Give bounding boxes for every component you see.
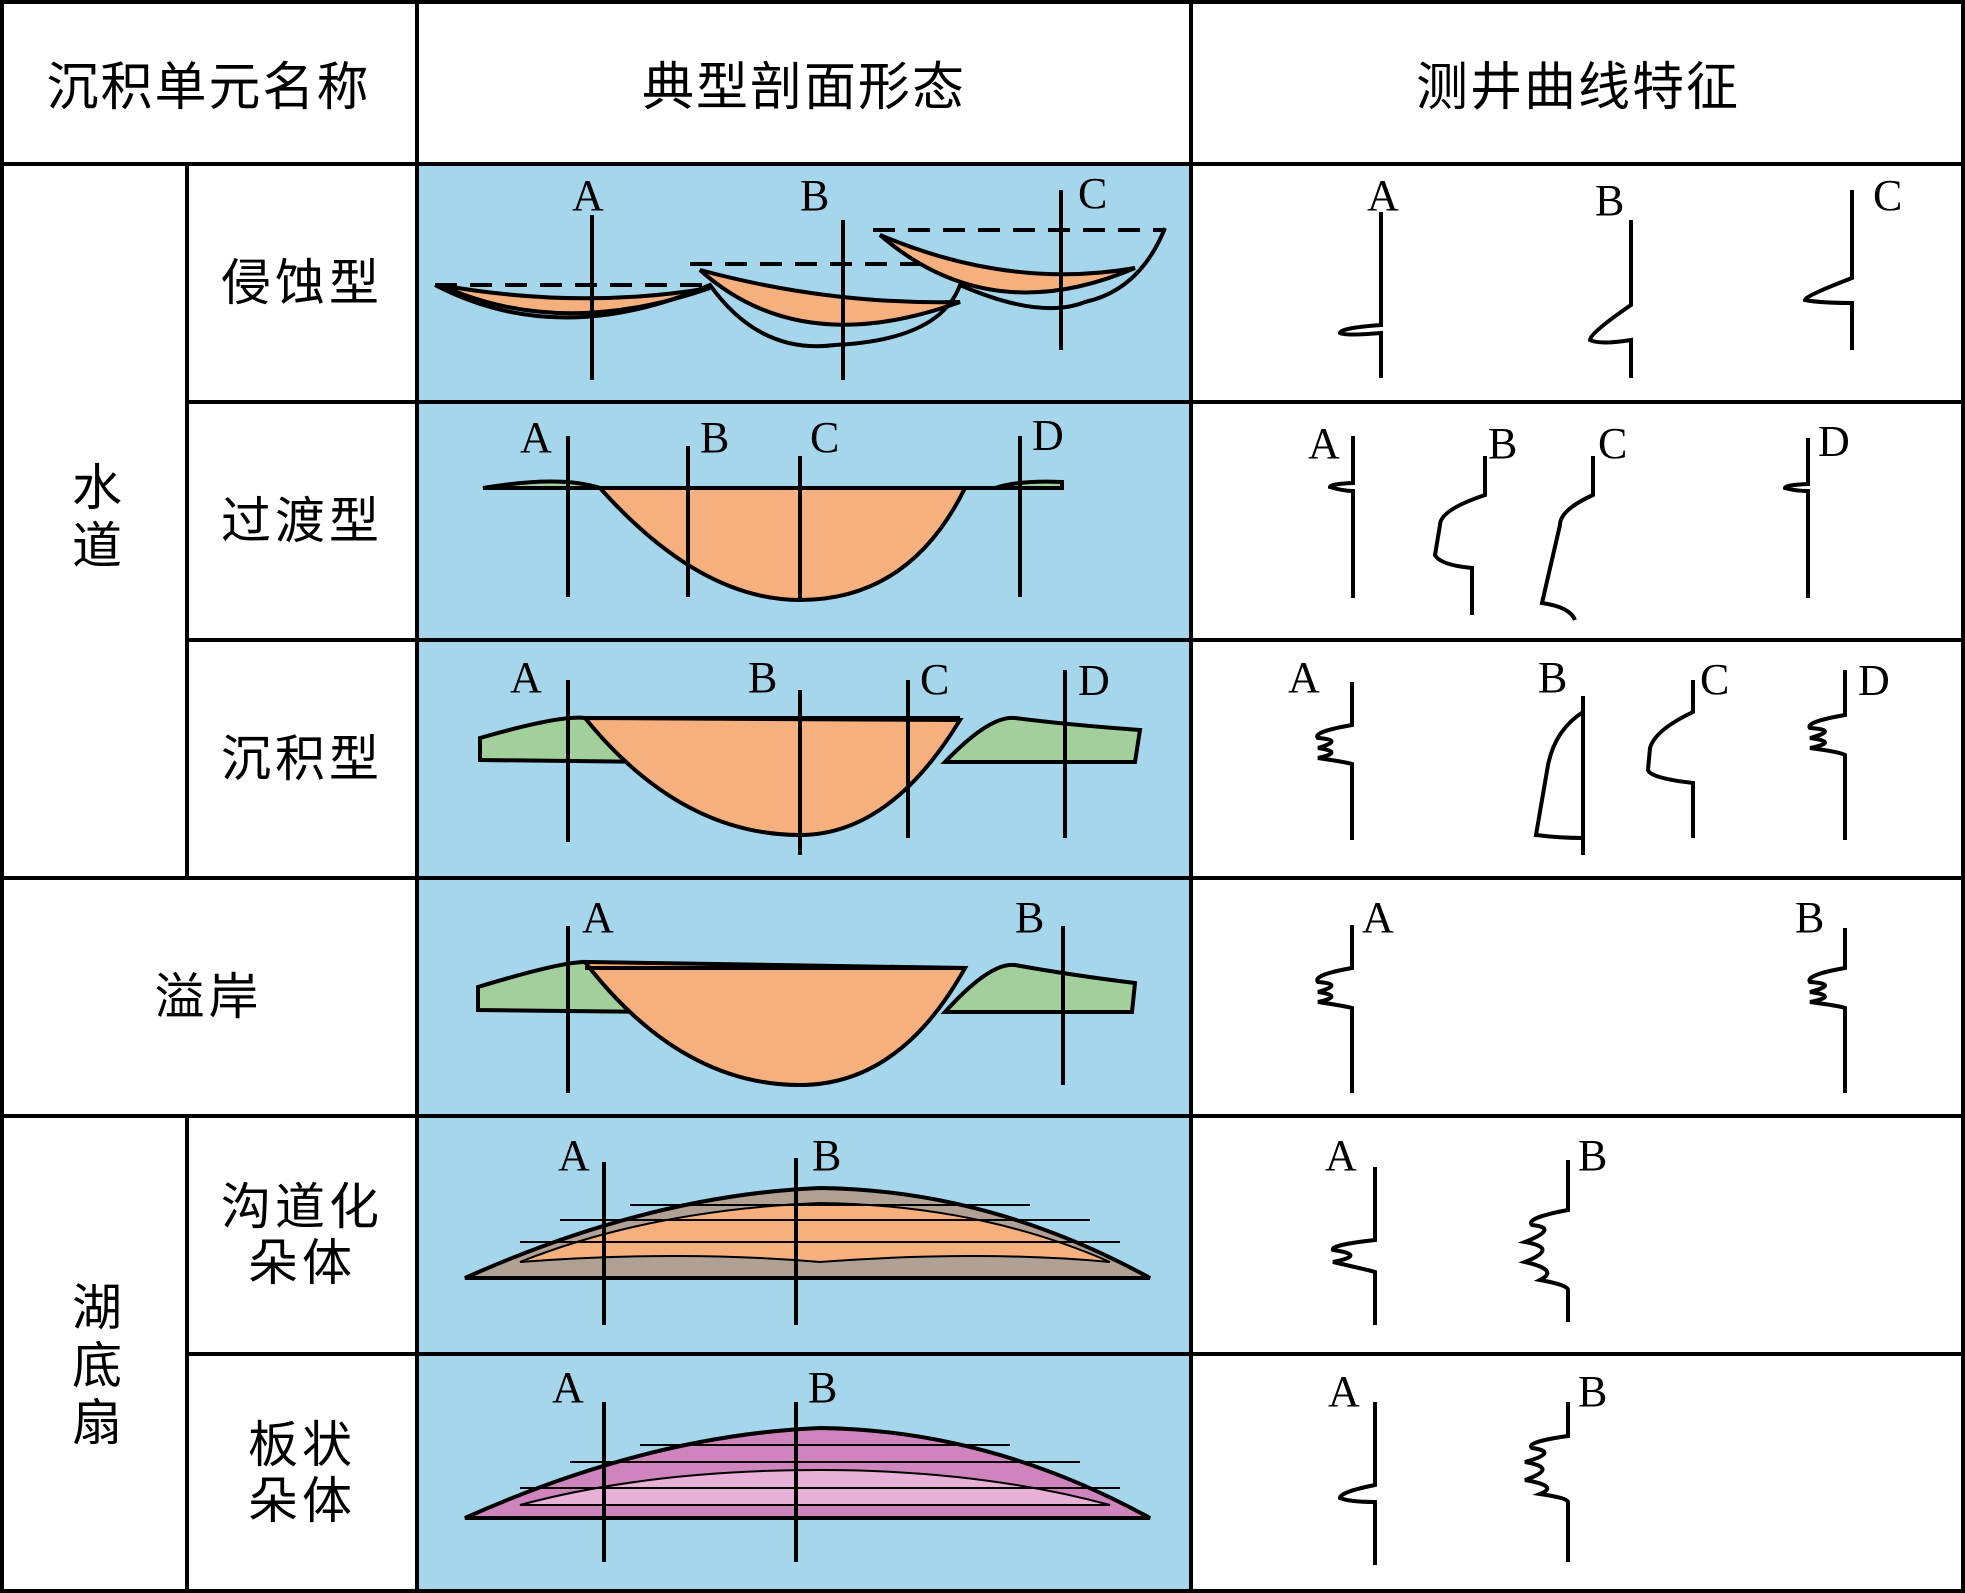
erosive-sand-b <box>698 268 961 327</box>
group-channel: 水道 <box>72 459 122 575</box>
profile-channelized-lobe-label-b: B <box>812 1131 842 1180</box>
log-erosive-c <box>1802 190 1854 350</box>
log-sheet-lobe-b <box>1524 1402 1570 1562</box>
log-levee-b <box>1807 928 1847 1093</box>
log-transitional-label-d: D <box>1818 417 1850 466</box>
row-label-levee: 溢岸 <box>154 968 263 1026</box>
channelized-lobe-lines <box>520 1204 1120 1243</box>
profile-depositional-label-c: C <box>920 655 950 704</box>
log-levee-label-a: A <box>1362 893 1394 942</box>
log-depositional-label-a: A <box>1288 653 1320 702</box>
log-erosive-b <box>1587 220 1633 378</box>
log-erosive-label-b: B <box>1595 176 1625 225</box>
log-transitional-d <box>1782 438 1810 598</box>
profile-transitional-label-d: D <box>1032 411 1064 460</box>
log-depositional-label-d: D <box>1858 656 1890 705</box>
profile-depositional-label-d: D <box>1078 656 1110 705</box>
profile-transitional-label-a: A <box>520 413 552 462</box>
log-erosive-label-c: C <box>1873 171 1903 220</box>
profile-transitional <box>482 436 1064 603</box>
profile-sheet-lobe-label-b: B <box>808 1363 838 1412</box>
profile-erosive-label-c: C <box>1078 169 1108 218</box>
row-label-depositional: 沉积型 <box>221 730 383 788</box>
log-depositional-a <box>1315 682 1354 840</box>
sheet-lobe-lines <box>520 1444 1120 1489</box>
profile-levee <box>476 926 1138 1093</box>
log-depositional-b <box>1533 696 1585 855</box>
log-channelized-lobe-b <box>1517 1160 1570 1322</box>
log-depositional-label-b: B <box>1538 653 1568 702</box>
depositional-right-levee <box>940 715 1143 764</box>
header-log-feature: 测井曲线特征 <box>1415 57 1740 118</box>
log-transitional-b <box>1432 456 1487 615</box>
profile-sheet-lobe-label-a: A <box>552 1363 584 1412</box>
profile-channelized-lobe-label-a: A <box>558 1131 590 1180</box>
profile-transitional-label-c: C <box>810 413 840 462</box>
log-transitional-c <box>1539 456 1595 621</box>
profile-levee-label-b: B <box>1015 893 1045 942</box>
profile-transitional-label-b: B <box>700 413 730 462</box>
profile-sheet-lobe <box>464 1402 1151 1562</box>
header-unit-name: 沉积单元名称 <box>46 57 371 118</box>
channelized-lobe-sand <box>519 1201 1111 1264</box>
log-depositional-d <box>1807 670 1847 840</box>
log-levee-label-b: B <box>1795 893 1825 942</box>
erosive-base <box>434 227 1167 349</box>
log-depositional-c <box>1645 680 1695 838</box>
log-channelized-lobe-label-a: A <box>1325 1131 1357 1180</box>
row-label-sheet-lobe: 板状朵体 <box>248 1416 356 1530</box>
log-transitional-label-c: C <box>1598 419 1628 468</box>
profile-erosive <box>434 190 1167 380</box>
levee-sand <box>580 959 969 1088</box>
levee-right <box>940 962 1138 1014</box>
profile-erosive-label-b: B <box>800 171 830 220</box>
log-sheet-lobe-label-b: B <box>1578 1367 1608 1416</box>
erosive-sand-c <box>878 233 1136 295</box>
log-channelized-lobe-label-b: B <box>1578 1131 1608 1180</box>
profile-depositional <box>478 670 1143 855</box>
log-transitional-label-a: A <box>1308 419 1340 468</box>
log-sheet-lobe-a <box>1337 1402 1377 1565</box>
profile-levee-label-a: A <box>582 893 614 942</box>
header-profile-shape: 典型剖面形态 <box>641 57 966 118</box>
row-label-channelized-lobe: 沟道化朵体 <box>221 1178 383 1292</box>
profile-erosive-label-a: A <box>572 171 604 220</box>
log-levee-a <box>1315 925 1354 1093</box>
log-erosive-label-a: A <box>1367 171 1399 220</box>
group-fan: 湖底扇 <box>72 1279 122 1452</box>
profile-depositional-label-b: B <box>748 653 778 702</box>
log-channelized-lobe-a <box>1330 1167 1377 1325</box>
row-label-erosive: 侵蚀型 <box>221 254 383 312</box>
log-sheet-lobe-label-a: A <box>1328 1367 1360 1416</box>
row-label-transitional: 过渡型 <box>221 492 383 550</box>
log-transitional-a <box>1327 436 1355 598</box>
log-depositional-label-c: C <box>1700 655 1730 704</box>
profile-channelized-lobe <box>464 1158 1151 1325</box>
profile-depositional-label-a: A <box>510 653 542 702</box>
log-erosive-a <box>1337 212 1383 378</box>
log-transitional-label-b: B <box>1488 419 1518 468</box>
